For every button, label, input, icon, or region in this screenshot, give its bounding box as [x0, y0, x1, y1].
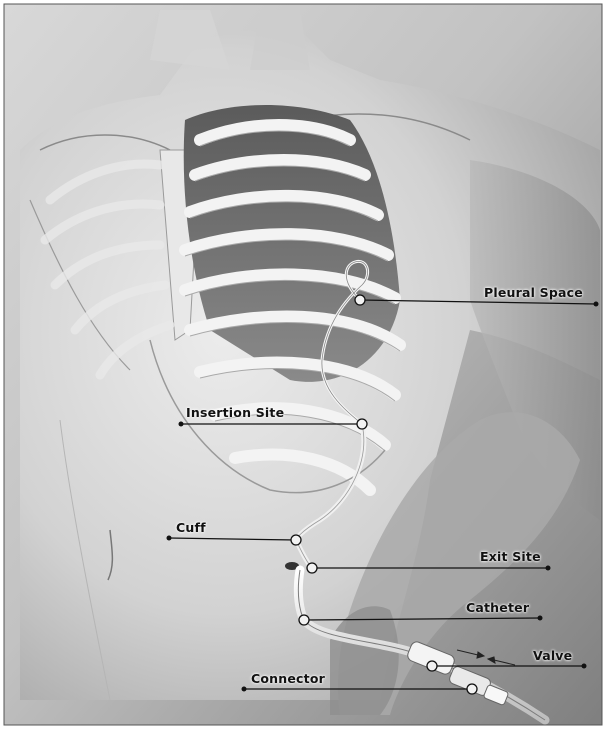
label-connector: Connector: [251, 671, 325, 686]
label-catheter: Catheter: [466, 600, 529, 615]
label-cuff: Cuff: [176, 520, 206, 535]
label-valve: Valve: [533, 648, 572, 663]
label-exit-site: Exit Site: [480, 549, 541, 564]
label-insertion-site: Insertion Site: [186, 405, 284, 420]
label-pleural-space: Pleural Space: [484, 285, 583, 300]
neck-right: [250, 10, 310, 70]
